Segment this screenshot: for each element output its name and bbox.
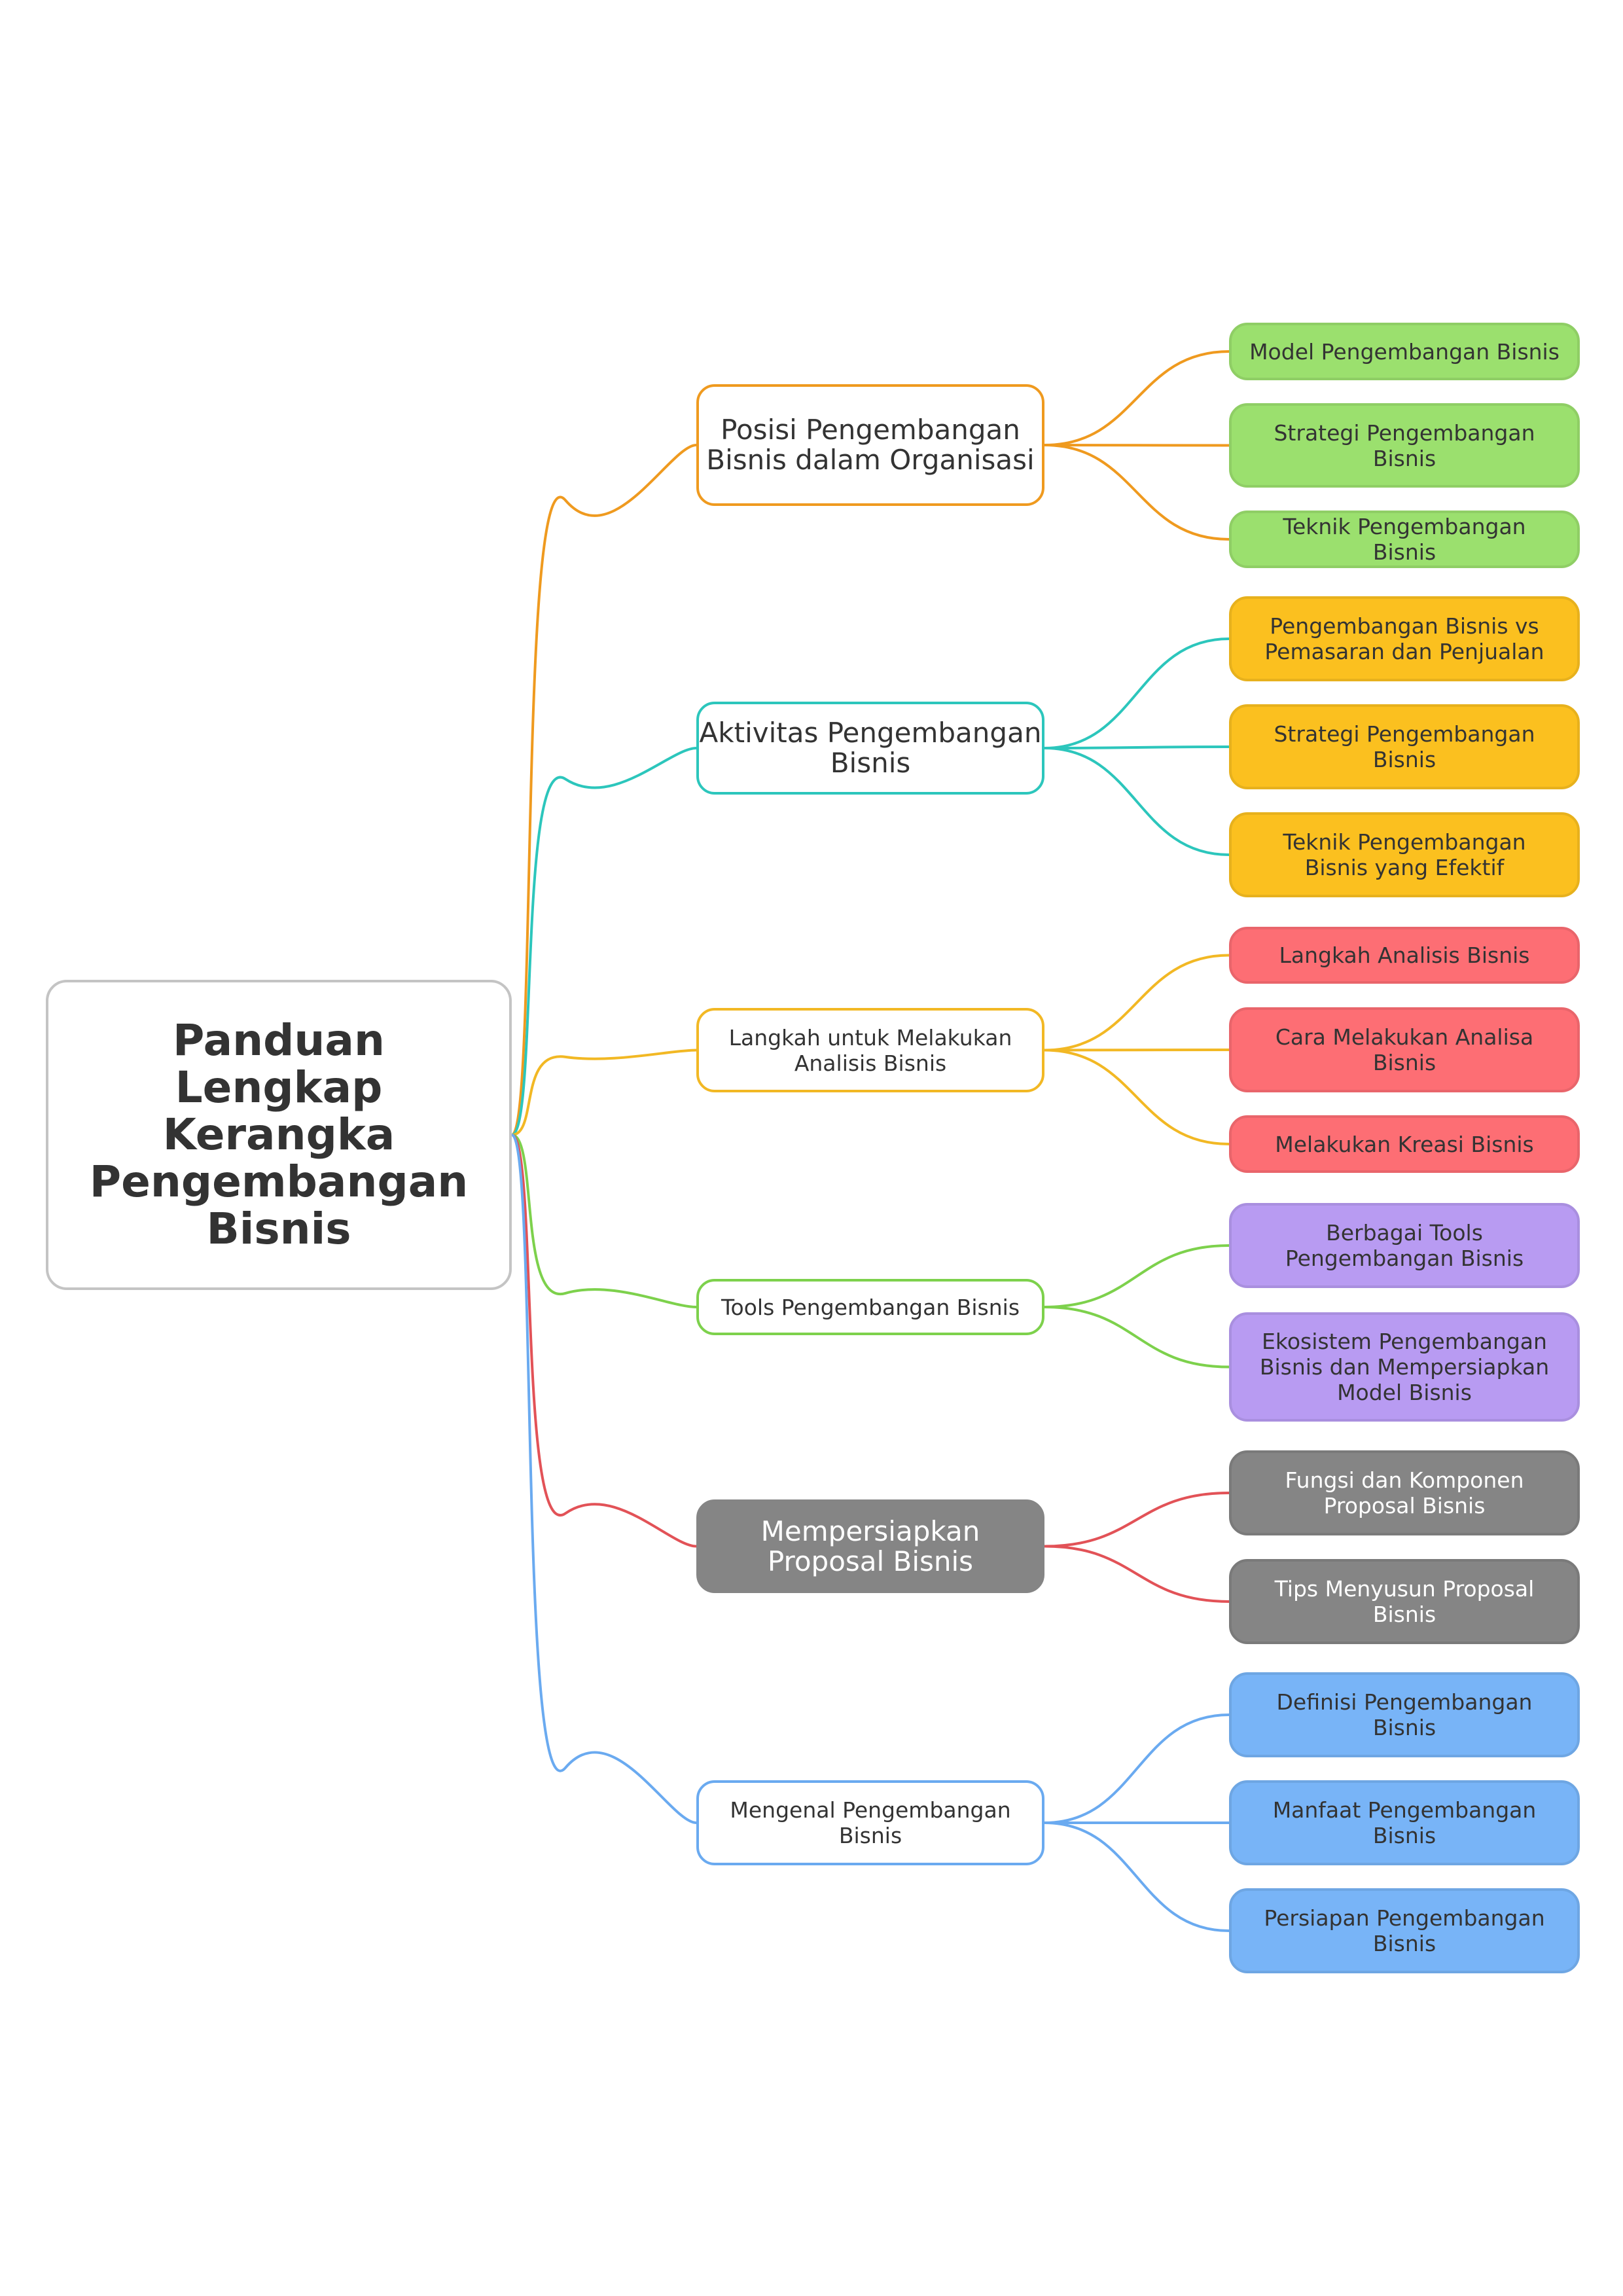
connector-branch-leaf <box>1044 1545 1230 1603</box>
leaf-pengembangan-vs-pemasaran[interactable]: Pengembangan Bisnis vs Pemasaran dan Pen… <box>1229 596 1580 681</box>
branch-langkah-analisis[interactable]: Langkah untuk Melakukan Analisis Bisnis <box>696 1008 1044 1092</box>
leaf-teknik-efektif[interactable]: Teknik Pengembangan Bisnis yang Efektif <box>1229 812 1580 897</box>
branch-tools-pengembangan[interactable]: Tools Pengembangan Bisnis <box>696 1279 1044 1335</box>
leaf-ekosistem-pengembangan[interactable]: Ekosistem Pengembangan Bisnis dan Memper… <box>1229 1312 1580 1422</box>
connector-branch-leaf <box>1044 747 1230 856</box>
connector-branch-leaf <box>1044 1306 1230 1369</box>
connector-root-branch <box>511 747 697 1136</box>
leaf-kreasi-bisnis[interactable]: Melakukan Kreasi Bisnis <box>1229 1115 1580 1173</box>
branch-mengenal-pengembangan[interactable]: Mengenal Pengembangan Bisnis <box>696 1780 1044 1865</box>
connector-root-branch <box>510 1134 697 1824</box>
leaf-tips-proposal[interactable]: Tips Menyusun Proposal Bisnis <box>1229 1559 1580 1644</box>
branch-mempersiapkan-proposal[interactable]: Mempersiapkan Proposal Bisnis <box>696 1499 1044 1593</box>
connector-branch-leaf <box>1044 637 1230 749</box>
connector-branch-leaf <box>1044 1244 1230 1308</box>
connector-root-branch <box>510 444 697 1136</box>
leaf-berbagai-tools[interactable]: Berbagai Tools Pengembangan Bisnis <box>1229 1203 1580 1288</box>
leaf-persiapan-pengembangan[interactable]: Persiapan Pengembangan Bisnis <box>1229 1888 1580 1973</box>
leaf-fungsi-komponen[interactable]: Fungsi dan Komponen Proposal Bisnis <box>1229 1450 1580 1535</box>
connector-branch-leaf <box>1044 444 1230 447</box>
leaf-model-pengembangan[interactable]: Model Pengembangan Bisnis <box>1229 323 1580 380</box>
connector-branch-leaf <box>1044 1049 1230 1145</box>
connector-branch-leaf <box>1044 350 1230 446</box>
connector-branch-leaf <box>1044 1821 1230 1932</box>
connector-branch-leaf <box>1044 1713 1230 1824</box>
branch-aktivitas-pengembangan[interactable]: Aktivitas Pengembangan Bisnis <box>696 702 1044 795</box>
leaf-strategi-pengembangan[interactable]: Strategi Pengembangan Bisnis <box>1229 704 1580 789</box>
connector-root-branch <box>511 1134 697 1308</box>
leaf-cara-analisa[interactable]: Cara Melakukan Analisa Bisnis <box>1229 1007 1580 1092</box>
leaf-manfaat-pengembangan[interactable]: Manfaat Pengembangan Bisnis <box>1229 1780 1580 1865</box>
central-topic[interactable]: Panduan Lengkap Kerangka Pengembangan Bi… <box>46 980 512 1290</box>
connector-root-branch <box>511 1134 697 1548</box>
branch-posisi-pengembangan[interactable]: Posisi Pengembangan Bisnis dalam Organis… <box>696 384 1044 506</box>
connector-branch-leaf <box>1044 954 1230 1052</box>
leaf-teknik-pengembangan[interactable]: Teknik Pengembangan Bisnis <box>1229 511 1580 568</box>
connector-branch-leaf <box>1044 745 1230 749</box>
leaf-definisi-pengembangan[interactable]: Definisi Pengembangan Bisnis <box>1229 1672 1580 1757</box>
connector-branch-leaf <box>1044 1492 1230 1548</box>
connector-branch-leaf <box>1044 444 1230 541</box>
leaf-strategi-pengembangan[interactable]: Strategi Pengembangan Bisnis <box>1229 403 1580 488</box>
connector-root-branch <box>511 1049 697 1136</box>
leaf-langkah-analisis[interactable]: Langkah Analisis Bisnis <box>1229 927 1580 984</box>
